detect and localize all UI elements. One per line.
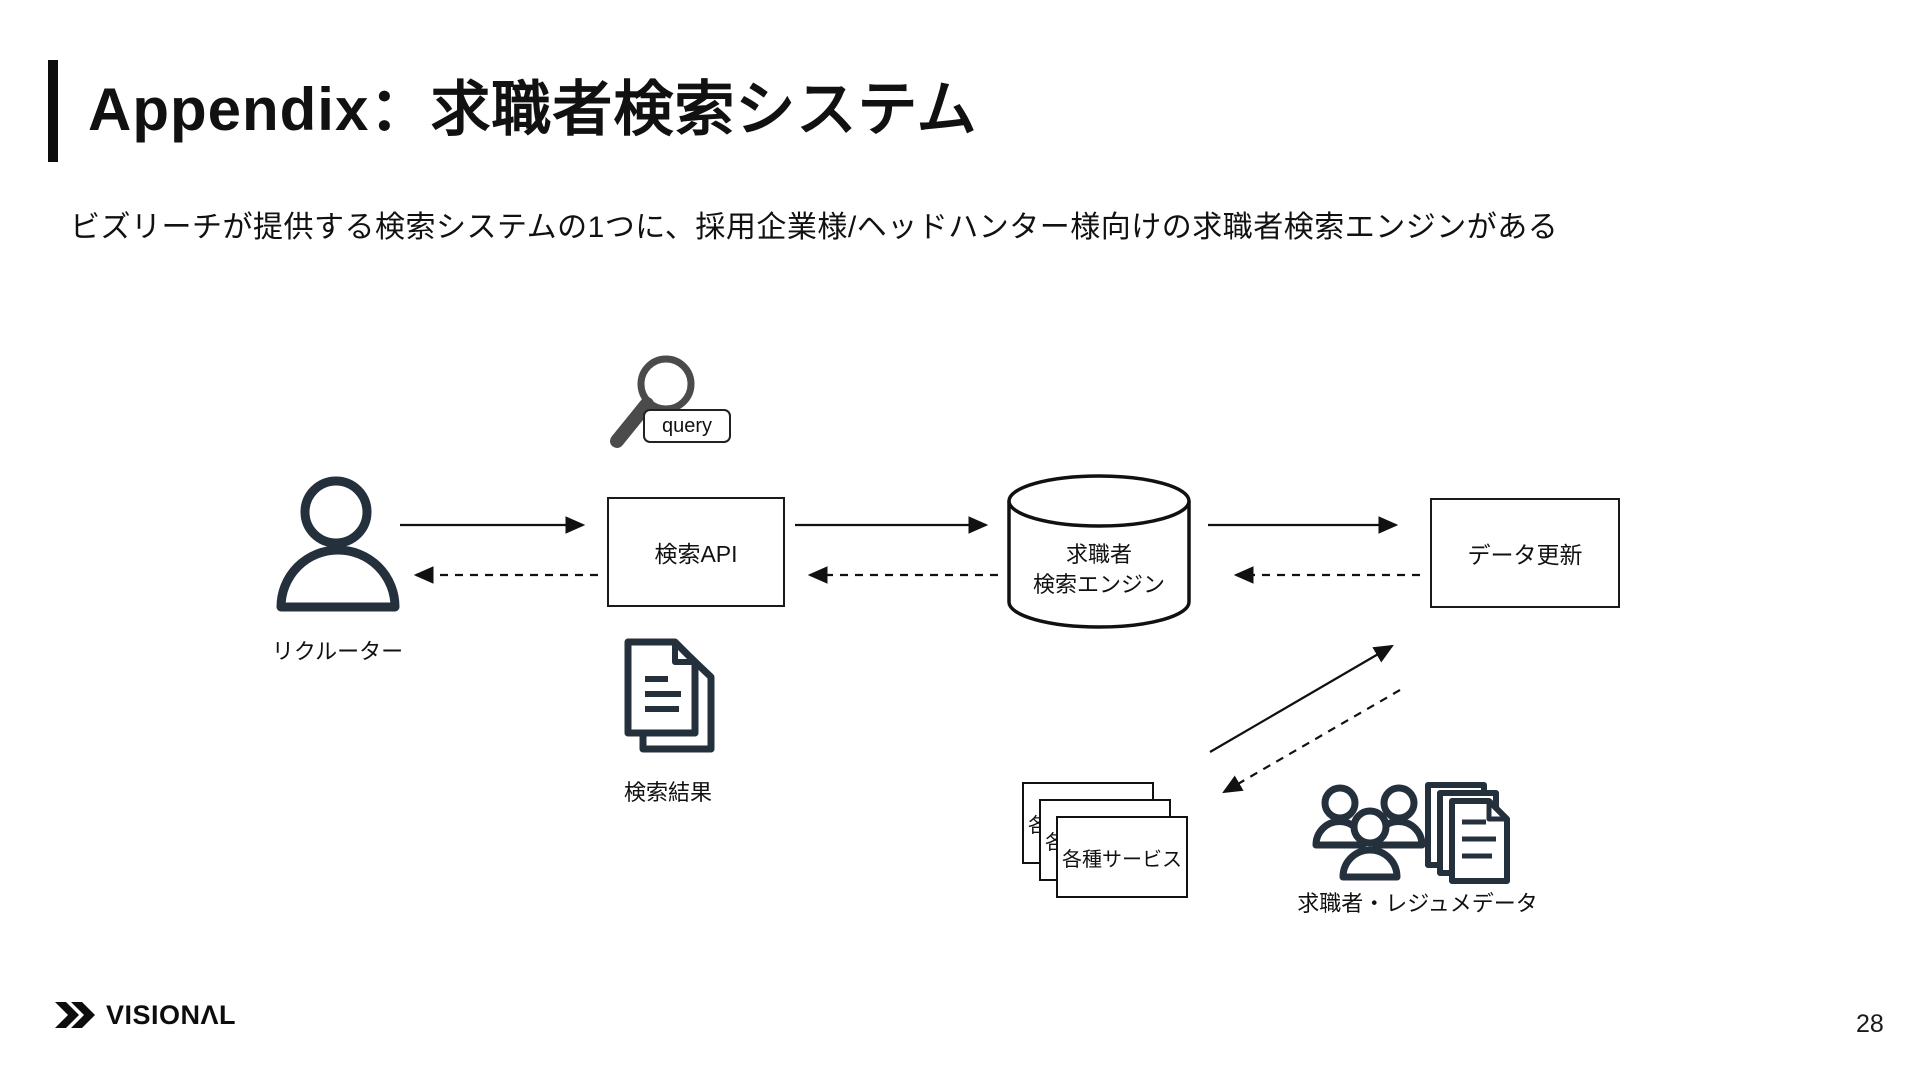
search-results-label: 検索結果 xyxy=(623,780,712,805)
resume-data-label: 求職者・レジュメデータ xyxy=(1297,891,1538,916)
services-label: 各種サービス xyxy=(1062,848,1182,871)
page-title-ja: ：求職者検索システム xyxy=(369,76,978,143)
subtitle: ビズリーチが提供する検索システムの1つに、採用企業様/ヘッドハンター様向けの求職… xyxy=(70,211,1559,244)
search-api-label: 検索API xyxy=(654,541,738,567)
query-label-box: query xyxy=(643,409,731,443)
engine-label: 求職者 検索エンジン xyxy=(1008,540,1190,600)
page-number: 28 xyxy=(1856,1010,1884,1038)
arrow-services-to-update xyxy=(1209,644,1394,753)
engine-label-line2: 検索エンジン xyxy=(1032,572,1165,597)
query-label: query xyxy=(661,414,713,437)
search-results-icon xyxy=(624,638,715,753)
data-update-node: データ更新 xyxy=(1430,498,1620,608)
page-title-en: Appendix xyxy=(88,76,370,143)
jobseekers-icon xyxy=(1312,784,1426,881)
page-title: Appendix：求職者検索システム xyxy=(88,58,978,162)
visional-logo-text: VISIONΛL xyxy=(106,999,237,1030)
engine-label-line1: 求職者 xyxy=(1065,542,1132,567)
data-update-label: データ更新 xyxy=(1467,542,1583,568)
resume-docs-icon xyxy=(1425,782,1510,884)
magnifier-icon xyxy=(610,355,695,448)
recruiter-label: リクルーター xyxy=(271,639,404,664)
title-accent-bar xyxy=(48,60,58,162)
double-chevron-icon xyxy=(55,1002,95,1028)
search-api-node: 検索API xyxy=(607,497,785,607)
visional-logo: VISIONΛL xyxy=(55,998,236,1032)
recruiter-icon xyxy=(276,476,400,612)
database-icon xyxy=(1007,474,1191,629)
services-card-front: 各種サービス xyxy=(1056,816,1188,898)
